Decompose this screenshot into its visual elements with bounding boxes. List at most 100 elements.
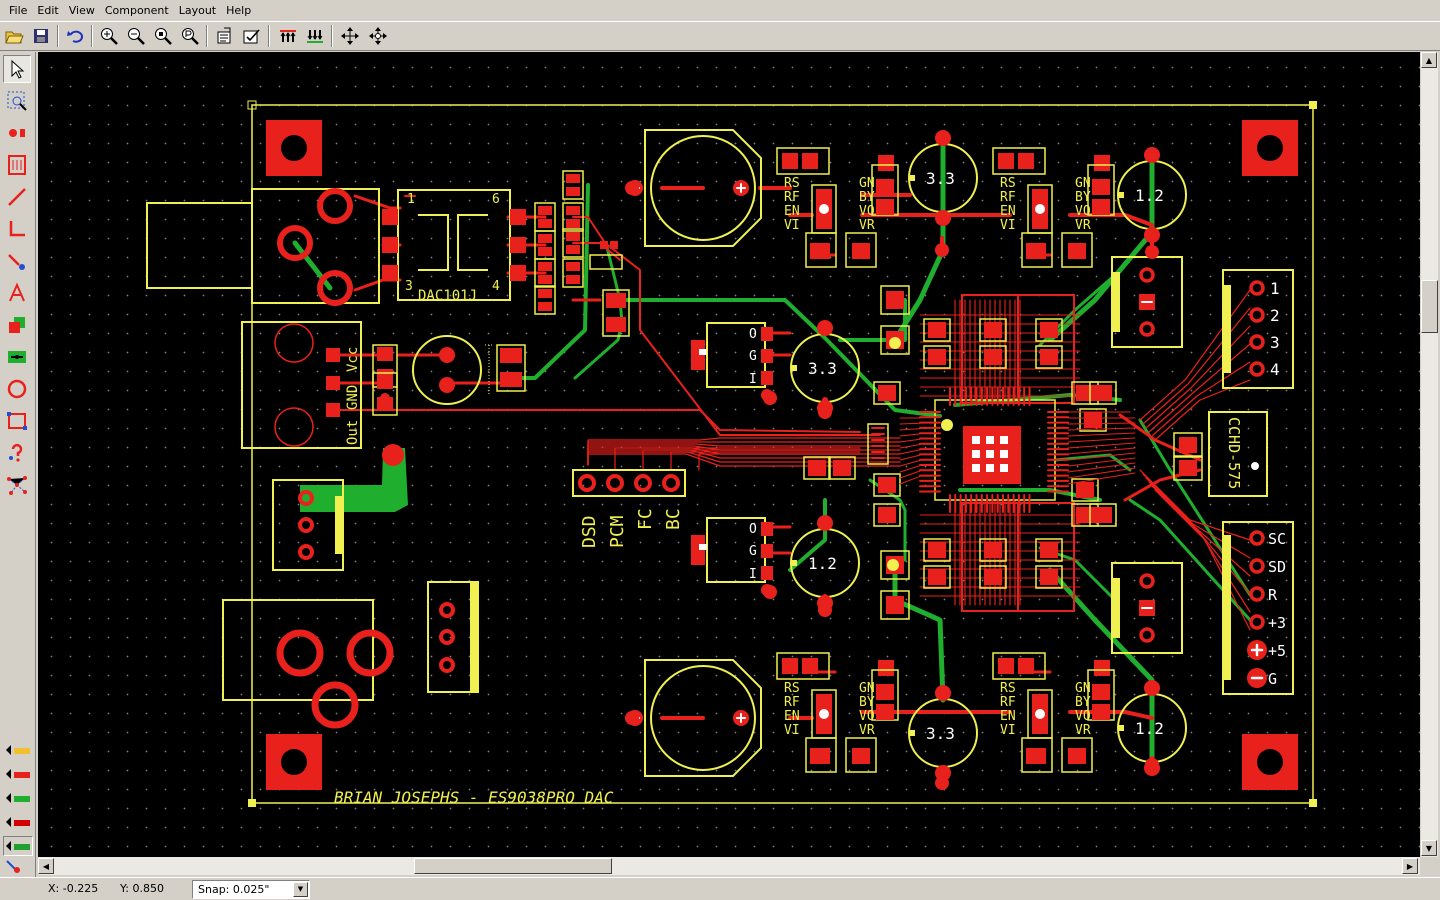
menu-file[interactable]: File	[9, 4, 28, 17]
cap-pad	[886, 291, 904, 309]
zoom-out-button[interactable]	[124, 24, 148, 48]
ldo-pin-pad	[761, 566, 773, 580]
scroll-up-arrow[interactable]: ▲	[1421, 52, 1437, 68]
tool-palette	[0, 52, 36, 880]
reg-cap-silk	[1061, 232, 1093, 268]
horizontal-scroll-thumb[interactable]	[414, 858, 612, 874]
reg-pad	[878, 660, 894, 676]
open-button[interactable]	[2, 24, 26, 48]
layer-bottom-mask[interactable]	[3, 836, 33, 856]
mode-label: BC	[663, 508, 684, 530]
dac-thermal-via	[986, 450, 994, 458]
drag-button[interactable]	[366, 24, 390, 48]
design-check-button[interactable]	[240, 24, 264, 48]
cap-silk	[562, 228, 584, 258]
dac-fanout	[1067, 457, 1136, 467]
cap-pad	[878, 385, 896, 401]
footprint-tool[interactable]	[3, 151, 31, 179]
cap-silk	[562, 202, 584, 232]
dac-fanout	[899, 444, 921, 449]
header-pin	[439, 629, 455, 645]
query-tool[interactable]	[3, 439, 31, 467]
properties-button[interactable]	[213, 24, 237, 48]
menu-component[interactable]: Component	[104, 4, 169, 17]
header-pin	[439, 657, 455, 673]
cap-silk	[923, 345, 951, 369]
view-bottom-button[interactable]	[303, 24, 327, 48]
trace-tool[interactable]	[3, 183, 31, 211]
bottom-trace	[1128, 498, 1252, 622]
header-pin	[1139, 267, 1155, 283]
menu-help[interactable]: Help	[226, 4, 252, 17]
zoom-previous-button[interactable]	[178, 24, 202, 48]
oscillator-label: CCHD-575	[1225, 417, 1243, 489]
circle-tool[interactable]	[3, 375, 31, 403]
view-top-button[interactable]	[276, 24, 300, 48]
chevron-down-icon[interactable]: ▼	[293, 882, 308, 897]
header-pin	[1249, 614, 1265, 630]
copper-pour-tool[interactable]	[3, 343, 31, 371]
cap-pad	[1179, 460, 1197, 476]
header-pin	[1249, 280, 1265, 296]
zoom-fit-button[interactable]	[151, 24, 175, 48]
smd-pad	[382, 237, 398, 253]
jack-flange-silk	[251, 188, 380, 304]
x-coordinate: X: -0.225	[48, 882, 99, 895]
move-arrows-icon	[341, 27, 359, 45]
dac-fanout	[899, 475, 921, 485]
area-select-tool[interactable]	[3, 87, 31, 115]
cap-pad	[928, 322, 946, 338]
save-button[interactable]	[29, 24, 53, 48]
top-trace-bus	[587, 453, 901, 467]
mode-pin	[606, 474, 624, 492]
smd-pad	[382, 265, 398, 281]
menu-layout[interactable]: Layout	[178, 4, 217, 17]
layer-top-mask[interactable]	[3, 812, 33, 832]
vertical-scrollbar[interactable]: ▲ ▼	[1420, 52, 1438, 857]
corner-trace-tool[interactable]	[3, 215, 31, 243]
smd-pad	[510, 237, 526, 253]
undo-button[interactable]	[63, 24, 87, 48]
pad-tool[interactable]	[3, 119, 31, 147]
move-button[interactable]	[338, 24, 362, 48]
connector-silk	[222, 599, 374, 701]
reg-pad	[1068, 748, 1086, 764]
cap-silk	[534, 258, 556, 288]
cap-silk	[880, 325, 910, 355]
reg-pad	[1068, 243, 1086, 259]
ldo-pin-letter: I	[749, 567, 757, 582]
cap-silk	[979, 345, 1007, 369]
menu-edit[interactable]: Edit	[37, 4, 59, 17]
large-cap-silk	[644, 659, 762, 777]
electrolytic-cap-silk	[412, 335, 482, 405]
layer-bottom-copper[interactable]	[3, 788, 33, 808]
cap-silk	[979, 318, 1007, 342]
scroll-right-arrow[interactable]: ▶	[1402, 858, 1418, 874]
select-tool[interactable]	[3, 55, 31, 83]
cap-pad	[538, 262, 552, 271]
text-tool[interactable]	[3, 279, 31, 307]
reg-cap-silk	[992, 652, 1046, 680]
menu-view[interactable]: View	[68, 4, 95, 17]
layer-outline[interactable]	[3, 856, 33, 876]
cap-pad	[538, 289, 552, 298]
mode-pin	[634, 474, 652, 492]
header-pin-label: 1	[1270, 279, 1280, 298]
vertical-scroll-thumb[interactable]	[1421, 280, 1438, 333]
polygon-tool[interactable]	[3, 311, 31, 339]
route-tool[interactable]	[3, 247, 31, 275]
regulator-value: 3.3	[926, 169, 955, 188]
scroll-down-arrow[interactable]: ▼	[1421, 840, 1437, 856]
zoom-in-button[interactable]	[97, 24, 121, 48]
scroll-left-arrow[interactable]: ◀	[38, 858, 54, 874]
horizontal-scrollbar[interactable]: ◀ ▶	[38, 857, 1420, 875]
bottom-trace	[892, 140, 946, 343]
reg-pad	[1094, 660, 1110, 676]
ratsnest-tool[interactable]	[3, 471, 31, 499]
snap-select[interactable]: Snap: 0.025" ▼	[192, 880, 310, 899]
header-pin	[298, 490, 314, 506]
layer-silk-top[interactable]	[3, 740, 33, 760]
rectangle-tool[interactable]	[3, 407, 31, 435]
layer-top-copper[interactable]	[3, 764, 33, 784]
